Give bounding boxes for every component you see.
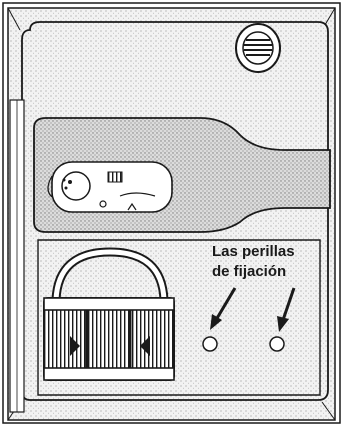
callout-line-1: Las perillas <box>212 243 295 260</box>
detergent-dispenser-icon <box>47 161 173 213</box>
callout-label: Las perillas de fijación <box>212 243 295 280</box>
vent-icon <box>235 23 281 73</box>
arrow-icon-right <box>277 287 296 332</box>
mounting-knob-icon <box>202 336 218 352</box>
arrow-icon <box>210 287 237 330</box>
left-door-rail <box>9 99 25 413</box>
callout-line-2: de fijación <box>212 263 286 280</box>
silverware-basket-icon <box>43 247 175 381</box>
mounting-knob-icon-right <box>269 336 285 352</box>
